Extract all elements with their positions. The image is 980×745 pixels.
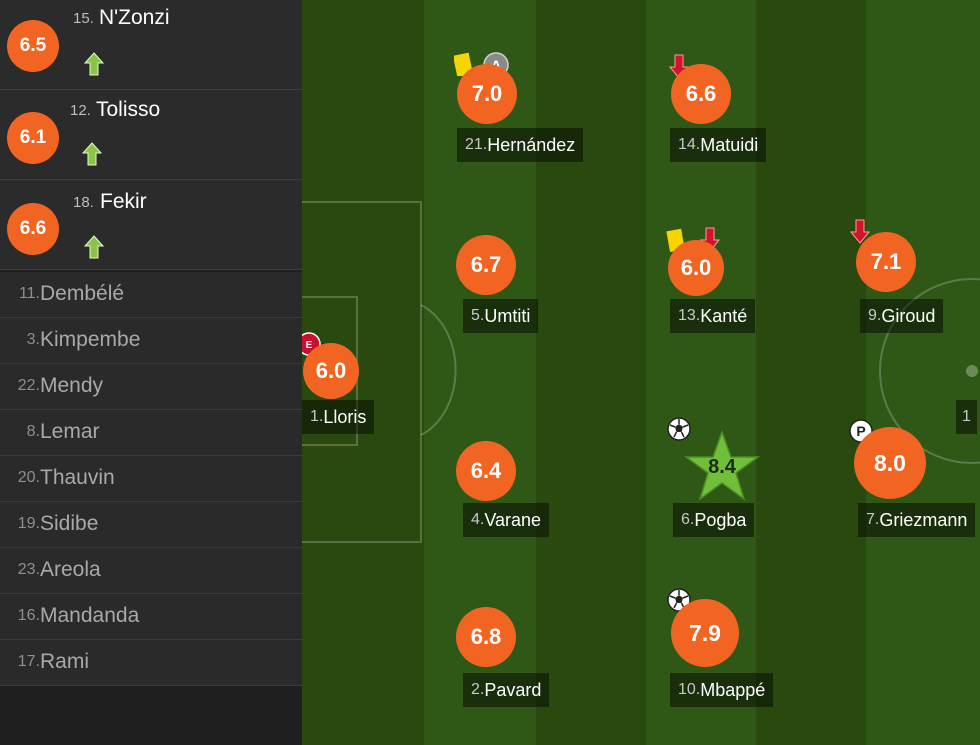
player-number: 3. [26,331,40,348]
bench-row[interactable]: 8. Lemar [0,410,302,456]
player-name: Lemar [40,420,100,443]
player-name: Umtiti [484,305,531,326]
player-number: 10. [678,681,701,698]
player-number: 7. [866,511,880,528]
player-rating-badge: 6.1 [7,112,59,164]
bench-row[interactable]: 19. Sidibe [0,502,302,548]
svg-text:P: P [856,423,865,439]
player-rating-badge[interactable]: 6.4 [456,441,516,501]
player-number: 5. [471,307,485,324]
sub-out-arrow-icon [850,219,870,244]
player-name: Sidibe [40,512,99,535]
player-number: 1 [962,408,971,425]
player-number: 8. [26,423,40,440]
player-name: Varane [484,509,542,530]
player-label[interactable]: 2. Pavard [463,673,550,707]
player-rating-badge[interactable]: 6.6 [671,64,731,124]
player-rating-badge: 6.5 [7,20,59,72]
player-name: Giroud [881,305,936,326]
goal-ball-icon [667,417,691,441]
player-rating-badge: 6.6 [7,203,59,255]
bench-row[interactable]: 11. Dembélé [0,272,302,318]
player-rating-badge[interactable]: 6.8 [456,607,516,667]
player-number: 11. [18,285,40,302]
player-label[interactable]: 7. Griezmann [858,503,976,537]
player-number: 19. [17,515,40,532]
player-name: Mbappé [700,679,766,700]
player-rating-badge[interactable]: 7.0 [457,64,517,124]
player-number: 14. [678,136,701,153]
sub-in-arrow-icon [82,142,102,166]
player-number: 16. [17,607,40,624]
player-label[interactable]: 9. Giroud [860,299,944,333]
football-pitch: A 7.0 21. Hernández 6.6 14. Matuidi 6.7 … [302,0,980,745]
opponent-player-label-partial[interactable]: 1 [956,400,977,434]
substitute-row[interactable]: 6.1 12. Tolisso [0,90,302,180]
svg-text:E: E [306,340,313,351]
player-number: 15. [73,10,94,27]
player-name: Pogba [694,509,747,530]
player-rating-badge[interactable]: 6.0 [668,240,724,296]
player-rating-badge[interactable]: 8.0 [854,427,926,499]
player-number: 21. [465,136,488,153]
player-name: Rami [40,650,90,673]
player-number: 23. [17,561,40,578]
player-label[interactable]: 5. Umtiti [463,299,539,333]
player-name: Thauvin [40,466,115,489]
player-number: 18. [73,194,94,211]
player-number: 12. [70,102,91,119]
player-rating-badge[interactable]: 7.9 [671,599,739,667]
substitute-row[interactable]: 6.5 15. N'Zonzi [0,0,302,90]
player-number: 13. [678,307,701,324]
substitute-row[interactable]: 6.6 18. Fekir [0,180,302,270]
bench-row[interactable]: 17. Rami [0,640,302,686]
player-number: 1. [310,408,324,425]
player-number: 20. [17,469,40,486]
player-number: 6. [681,511,695,528]
player-rating-badge[interactable]: 6.7 [456,235,516,295]
man-of-the-match-star-icon [683,430,761,501]
player-number: 9. [868,307,882,324]
player-name: Fekir [100,190,147,213]
bench-row[interactable]: 23. Areola [0,548,302,594]
player-name: Dembélé [40,282,125,305]
player-name: Matuidi [700,134,759,155]
player-label[interactable]: 13. Kanté [670,299,756,333]
player-number: 4. [471,511,485,528]
player-number: 22. [17,377,40,394]
player-name: Tolisso [96,98,161,121]
player-name: Kanté [700,305,748,326]
player-label[interactable]: 1. Lloris [302,400,375,434]
player-rating-badge[interactable]: 8.4 [708,456,736,478]
player-rating-badge[interactable]: 7.1 [856,232,916,292]
player-label[interactable]: 14. Matuidi [670,128,767,162]
player-name: Griezmann [879,509,968,530]
player-name: Hernández [487,134,576,155]
player-name: Lloris [323,406,367,427]
sub-in-arrow-icon [84,235,104,259]
player-name: Areola [40,558,101,581]
player-rating-badge[interactable]: 6.0 [303,343,359,399]
bench-row[interactable]: 20. Thauvin [0,456,302,502]
player-label[interactable]: 6. Pogba [673,503,755,537]
pitch-markings [302,201,980,543]
sub-in-arrow-icon [84,52,104,76]
player-name: Mendy [40,374,104,397]
player-name: Mandanda [40,604,140,627]
lineup-sidebar: 6.5 15. N'Zonzi 6.1 12. Tolisso 6.6 18. … [0,0,302,745]
bench-row[interactable]: 22. Mendy [0,364,302,410]
player-name: Kimpembe [40,328,141,351]
player-name: N'Zonzi [99,6,170,29]
player-number: 17. [17,653,40,670]
player-label[interactable]: 4. Varane [463,503,550,537]
player-number: 2. [471,681,485,698]
player-label[interactable]: 21. Hernández [457,128,584,162]
bench-row[interactable]: 16. Mandanda [0,594,302,640]
player-label[interactable]: 10. Mbappé [670,673,774,707]
bench-row[interactable]: 3. Kimpembe [0,318,302,364]
player-name: Pavard [484,679,542,700]
